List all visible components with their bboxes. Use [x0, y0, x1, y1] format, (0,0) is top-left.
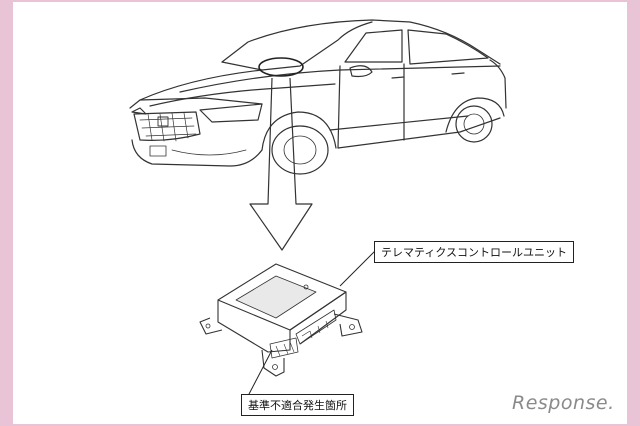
- unit-label-leader: [339, 249, 377, 287]
- diagram-paper: [13, 2, 627, 424]
- defect-label-leader: [247, 349, 273, 397]
- defect-location-label: 基準不適合発生箇所: [241, 394, 354, 416]
- telematics-unit-label: テレマティクスコントロールユニット: [374, 241, 575, 263]
- response-watermark: Response.: [512, 392, 615, 414]
- down-arrow-icon: [249, 77, 313, 251]
- location-highlight-ellipse: [258, 57, 304, 77]
- car-illustration: [129, 19, 507, 175]
- control-unit-illustration: [199, 263, 363, 377]
